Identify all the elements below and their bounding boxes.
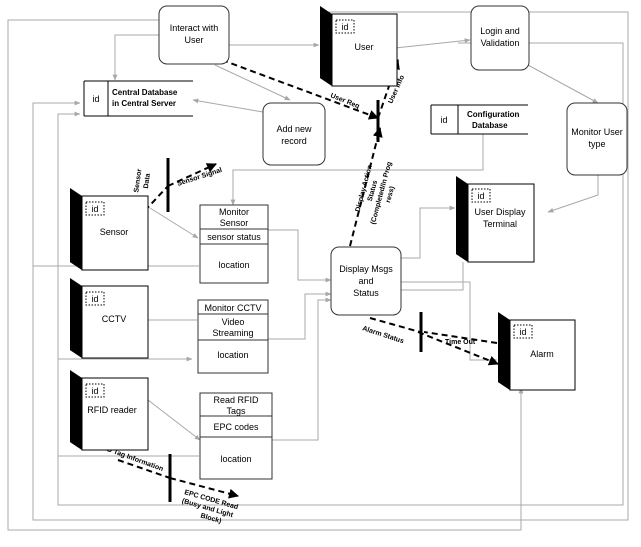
svg-text:id: id [477,191,484,201]
svg-text:Streaming: Streaming [212,328,253,338]
svg-text:Video: Video [222,317,245,327]
label-time-out: Time Out [445,339,476,346]
label-display-action: Display Action Status (Completed/In Prog… [353,155,403,228]
svg-text:Alarm: Alarm [530,349,554,359]
svg-text:User: User [184,35,203,45]
svg-text:location: location [220,454,251,464]
process-interact-with-user[interactable]: Interact with User [158,5,230,65]
svg-text:Terminal: Terminal [483,219,517,229]
store-monitor-cctv[interactable]: Monitor CCTV Video Streaming location [197,299,269,374]
svg-text:Read RFID: Read RFID [213,395,259,405]
svg-text:id: id [341,22,348,32]
process-display-msgs-status[interactable]: Display Msgs and Status [330,246,402,316]
svg-text:id: id [91,294,98,304]
svg-text:Interact with: Interact with [170,23,219,33]
process-add-new-record[interactable]: Add new record [262,102,326,166]
svg-text:User Display: User Display [474,207,526,217]
entity-user[interactable]: id User [320,6,398,87]
central-database[interactable]: id Central Database in Central Server [83,80,193,117]
entity-cctv[interactable]: id CCTV [70,278,149,359]
svg-text:id: id [440,115,447,125]
svg-text:Monitor CCTV: Monitor CCTV [204,303,261,313]
svg-text:Monitor: Monitor [219,207,249,217]
entity-alarm[interactable]: id Alarm [498,312,576,391]
svg-text:Sensor: Sensor [100,227,129,237]
svg-text:Login and: Login and [480,26,520,36]
connector-lines [7,11,629,531]
label-sensor-signal: Sensor Signal [176,167,223,188]
svg-text:Central Database: Central Database [112,88,178,97]
svg-text:Sensor: Sensor [220,218,249,228]
entity-user-display-terminal[interactable]: id User Display Terminal [456,176,535,263]
svg-text:type: type [588,139,605,149]
svg-text:EPC codes: EPC codes [213,422,259,432]
svg-text:Status: Status [353,288,379,298]
store-monitor-sensor[interactable]: Monitor Sensor sensor status location [199,204,269,284]
svg-text:Database: Database [472,121,508,130]
svg-text:Validation: Validation [481,38,520,48]
svg-text:in Central Server: in Central Server [112,99,176,108]
label-alarm-status: Alarm Status [361,325,404,345]
svg-text:CCTV: CCTV [102,314,127,324]
svg-text:id: id [519,327,526,337]
flow-bars [166,100,423,502]
label-user-request: User Req [329,92,360,110]
svg-text:Tags: Tags [226,406,246,416]
svg-text:id: id [92,94,99,104]
svg-text:sensor status: sensor status [207,232,261,242]
label-sensor-data: Sensor Data [133,167,152,195]
svg-text:location: location [218,260,249,270]
svg-text:and: and [358,276,373,286]
svg-text:Configuration: Configuration [467,110,520,119]
svg-text:id: id [91,386,98,396]
store-read-rfid-tags[interactable]: Read RFID Tags EPC codes location [199,392,273,480]
entity-sensor[interactable]: id Sensor [70,188,149,271]
entity-rfid-reader[interactable]: id RFID reader [70,370,149,451]
svg-text:record: record [281,136,307,146]
svg-text:Monitor User: Monitor User [571,127,623,137]
svg-text:id: id [91,204,98,214]
svg-text:Add new: Add new [276,124,312,134]
svg-text:RFID reader: RFID reader [87,405,137,415]
configuration-database[interactable]: id Configuration Database [430,104,528,135]
svg-text:Display Msgs: Display Msgs [339,264,393,274]
process-monitor-user-type[interactable]: Monitor User type [566,102,628,176]
svg-text:location: location [217,350,248,360]
process-login-validation[interactable]: Login and Validation [470,5,530,71]
svg-text:User: User [354,42,373,52]
